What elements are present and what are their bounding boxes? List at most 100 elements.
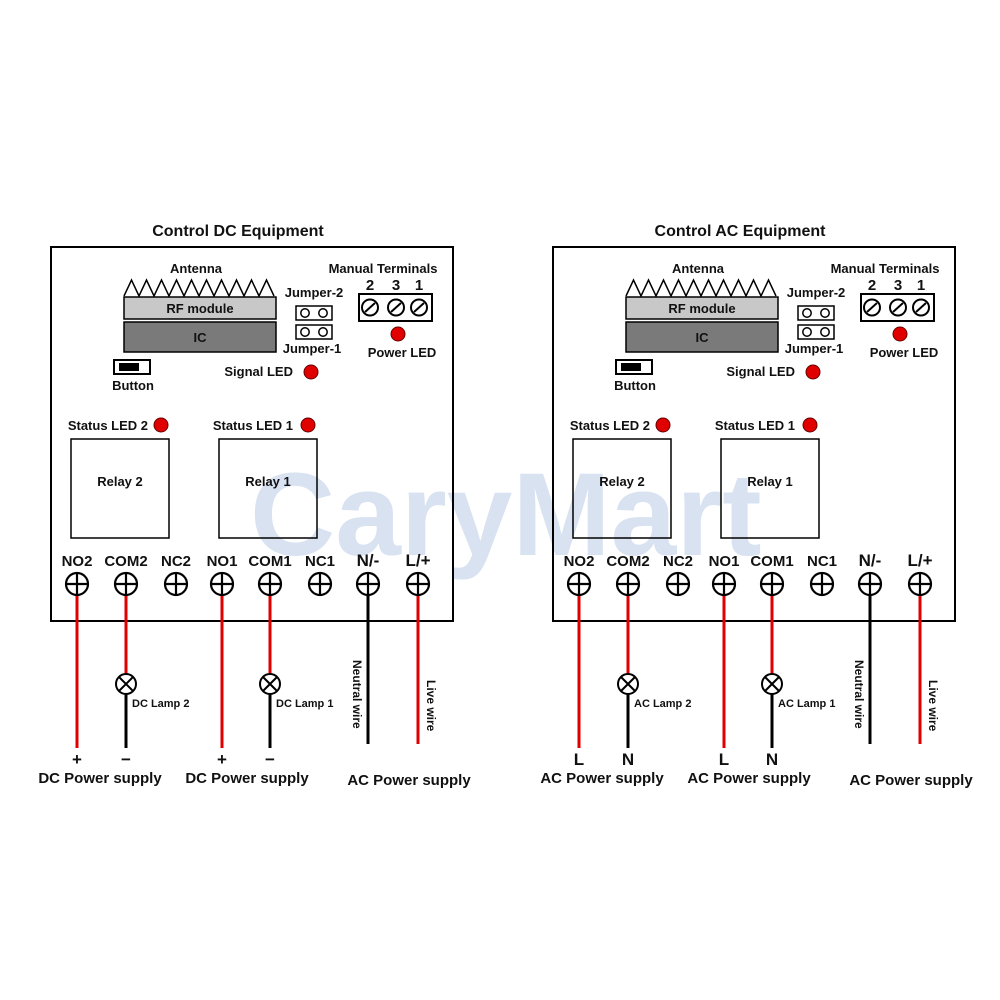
manual-terminal-number: 2 <box>868 277 876 294</box>
manual-terminal-screw <box>863 298 881 317</box>
antenna-label: Antenna <box>170 261 223 276</box>
relay2-box <box>70 438 170 539</box>
relay1-label: Relay 1 <box>245 474 291 489</box>
jumper2-label: Jumper-2 <box>285 285 344 300</box>
panel-title: Control DC Equipment <box>152 223 324 240</box>
supply-mark-4: − <box>265 750 275 769</box>
relay2-label: Relay 2 <box>97 474 143 489</box>
terminal-label-7: N/- <box>357 551 380 570</box>
jumper1-block <box>295 324 333 340</box>
power-led-label: Power LED <box>368 345 437 360</box>
terminal-screw-7 <box>355 571 381 597</box>
status-led2-label: Status LED 2 <box>68 418 148 433</box>
manual-terminal-screw <box>912 298 930 317</box>
power-led <box>892 326 908 342</box>
lamp2-symbol <box>115 673 137 695</box>
terminal-label-2: COM2 <box>606 553 649 570</box>
status-led2-label: Status LED 2 <box>570 418 650 433</box>
ic-label: IC <box>194 330 208 345</box>
lamp1-symbol <box>259 673 281 695</box>
neutral-wire-label: Neutral wire <box>350 660 364 729</box>
status-led2 <box>655 417 671 433</box>
manual-terminals-label: Manual Terminals <box>831 261 940 276</box>
power-led <box>390 326 406 342</box>
terminal-screw-6 <box>809 571 835 597</box>
manual-terminals-label: Manual Terminals <box>329 261 438 276</box>
lamp2-label: DC Lamp 2 <box>132 698 189 710</box>
antenna-coil <box>123 278 275 298</box>
lamp2-symbol <box>617 673 639 695</box>
lamp2-label: AC Lamp 2 <box>634 698 691 710</box>
terminal-label-6: NC1 <box>807 553 837 570</box>
power-supply-label-1: AC Power supply <box>540 770 664 787</box>
relay1-label: Relay 1 <box>747 474 793 489</box>
supply-mark-2: N <box>622 750 634 769</box>
terminal-label-7: N/- <box>859 551 882 570</box>
supply-mark-3: L <box>719 750 729 769</box>
terminal-screw-3 <box>665 571 691 597</box>
terminal-label-2: COM2 <box>104 553 147 570</box>
manual-terminal-number: 3 <box>894 277 902 294</box>
supply-mark-2: − <box>121 750 131 769</box>
status-led1 <box>802 417 818 433</box>
ic-chip <box>123 321 277 353</box>
rf-module <box>123 296 277 320</box>
power-supply-label-3: AC Power supply <box>849 772 973 789</box>
button-switch <box>615 359 653 375</box>
ic-label: IC <box>696 330 710 345</box>
lamp1-symbol <box>761 673 783 695</box>
lamp1-label: DC Lamp 1 <box>276 698 333 710</box>
terminal-label-8: L/+ <box>907 551 932 570</box>
panel-title: Control AC Equipment <box>655 223 827 240</box>
terminal-label-1: NO2 <box>564 553 595 570</box>
watermark: CaryMart <box>250 449 762 581</box>
live-wire-label: Live wire <box>424 680 438 732</box>
status-led1-label: Status LED 1 <box>715 418 795 433</box>
manual-terminal-number: 1 <box>917 277 925 294</box>
antenna-label: Antenna <box>672 261 725 276</box>
terminal-label-3: NC2 <box>663 553 693 570</box>
supply-mark-3: + <box>217 750 227 769</box>
button-label: Button <box>614 378 656 393</box>
jumper1-block <box>797 324 835 340</box>
board-outline <box>552 246 956 622</box>
relay1-box <box>218 438 318 539</box>
supply-mark-1: + <box>72 750 82 769</box>
button-switch <box>113 359 151 375</box>
rf-module-label: RF module <box>166 301 233 316</box>
jumper2-block <box>295 305 333 321</box>
power-supply-label-1: DC Power supply <box>38 770 162 787</box>
lamp1-label: AC Lamp 1 <box>778 698 835 710</box>
terminal-screw-5 <box>257 571 283 597</box>
power-supply-label-2: DC Power supply <box>185 770 309 787</box>
jumper2-block <box>797 305 835 321</box>
antenna-coil <box>625 278 777 298</box>
terminal-screw-7 <box>857 571 883 597</box>
live-wire-label: Live wire <box>926 680 940 732</box>
board-outline <box>50 246 454 622</box>
neutral-wire-label: Neutral wire <box>852 660 866 729</box>
terminal-label-6: NC1 <box>305 553 335 570</box>
relay2-label: Relay 2 <box>599 474 645 489</box>
manual-terminal-number: 1 <box>415 277 423 294</box>
manual-terminal-screw <box>889 298 907 317</box>
terminal-label-3: NC2 <box>161 553 191 570</box>
jumper1-label: Jumper-1 <box>283 341 342 356</box>
status-led1 <box>300 417 316 433</box>
signal-led-label: Signal LED <box>224 364 293 379</box>
terminal-label-4: NO1 <box>207 553 238 570</box>
supply-mark-1: L <box>574 750 584 769</box>
terminal-label-1: NO2 <box>62 553 93 570</box>
button-label: Button <box>112 378 154 393</box>
rf-module-label: RF module <box>668 301 735 316</box>
terminal-screw-6 <box>307 571 333 597</box>
relay2-box <box>572 438 672 539</box>
signal-led <box>805 364 821 380</box>
terminal-screw-4 <box>209 571 235 597</box>
manual-terminal-number: 2 <box>366 277 374 294</box>
terminal-screw-8 <box>405 571 431 597</box>
